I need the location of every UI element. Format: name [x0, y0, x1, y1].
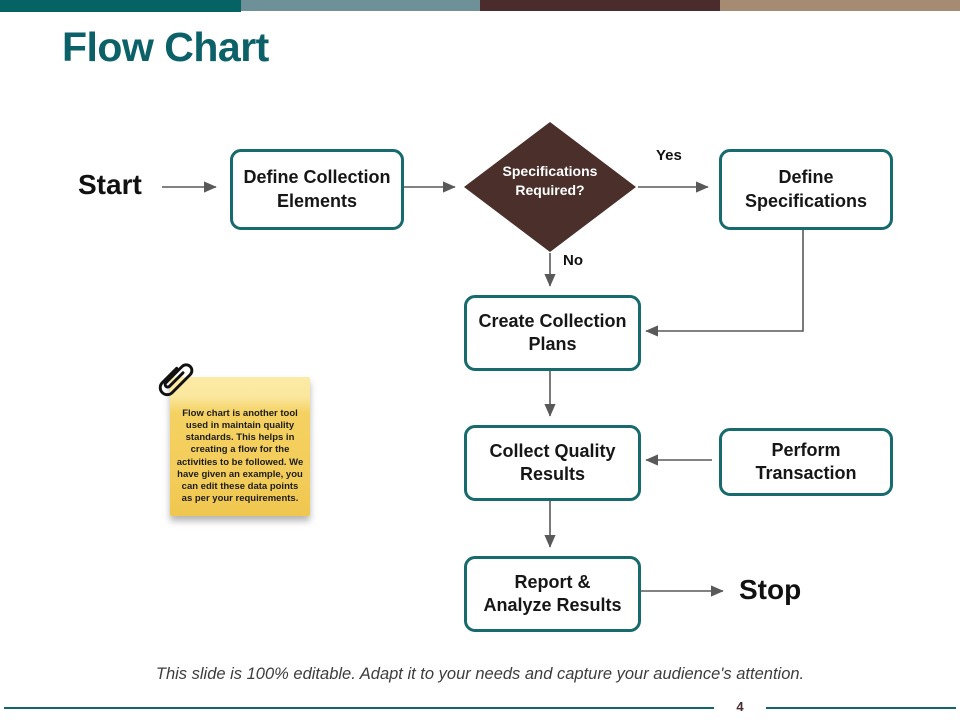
footer-note: This slide is 100% editable. Adapt it to…: [155, 665, 805, 683]
sticky-note: Flow chart is another tool used in maint…: [170, 377, 310, 516]
top-bar-segment-maroon: [480, 0, 720, 11]
flow-node-label: Define Specifications: [744, 167, 868, 211]
top-bar-segment-tan: [720, 0, 960, 11]
footer-divider-line: [4, 707, 956, 709]
top-bar-segment-teal: [0, 0, 241, 12]
decision-diamond: [464, 122, 636, 252]
flow-node-perform-transaction: Perform Transaction: [719, 428, 893, 496]
edge-label-no: No: [563, 252, 583, 269]
flow-node-label: Define Collection Elements: [243, 167, 391, 211]
flow-node-create-collection-plans: Create Collection Plans: [464, 295, 641, 371]
flow-node-label: Create Collection Plans: [478, 310, 627, 354]
flow-node-label: Perform Transaction: [755, 439, 857, 483]
edge-label-yes: Yes: [656, 147, 682, 164]
page-title: Flow Chart: [62, 24, 269, 70]
top-bar-segment-gray: [241, 0, 480, 11]
start-label: Start: [78, 169, 142, 200]
sticky-note-text: Flow chart is another tool used in maint…: [176, 408, 304, 505]
edge-define-specifications-to-create-plans: [645, 228, 804, 337]
flow-node-label: Collect Quality Results: [489, 440, 616, 484]
flow-node-define-specifications: Define Specifications: [719, 149, 893, 230]
flow-node-collect-quality-results: Collect Quality Results: [464, 425, 641, 501]
stop-label: Stop: [739, 574, 802, 605]
paperclip-icon: [158, 363, 194, 397]
flow-node-label: Report & Analyze Results: [483, 571, 622, 615]
decision-diamond-label: Specifications Required?: [502, 163, 598, 198]
flow-node-define-collection-elements: Define Collection Elements: [230, 149, 404, 230]
flow-node-report-analyze-results: Report & Analyze Results: [464, 556, 641, 632]
page-number: 4: [714, 697, 766, 717]
